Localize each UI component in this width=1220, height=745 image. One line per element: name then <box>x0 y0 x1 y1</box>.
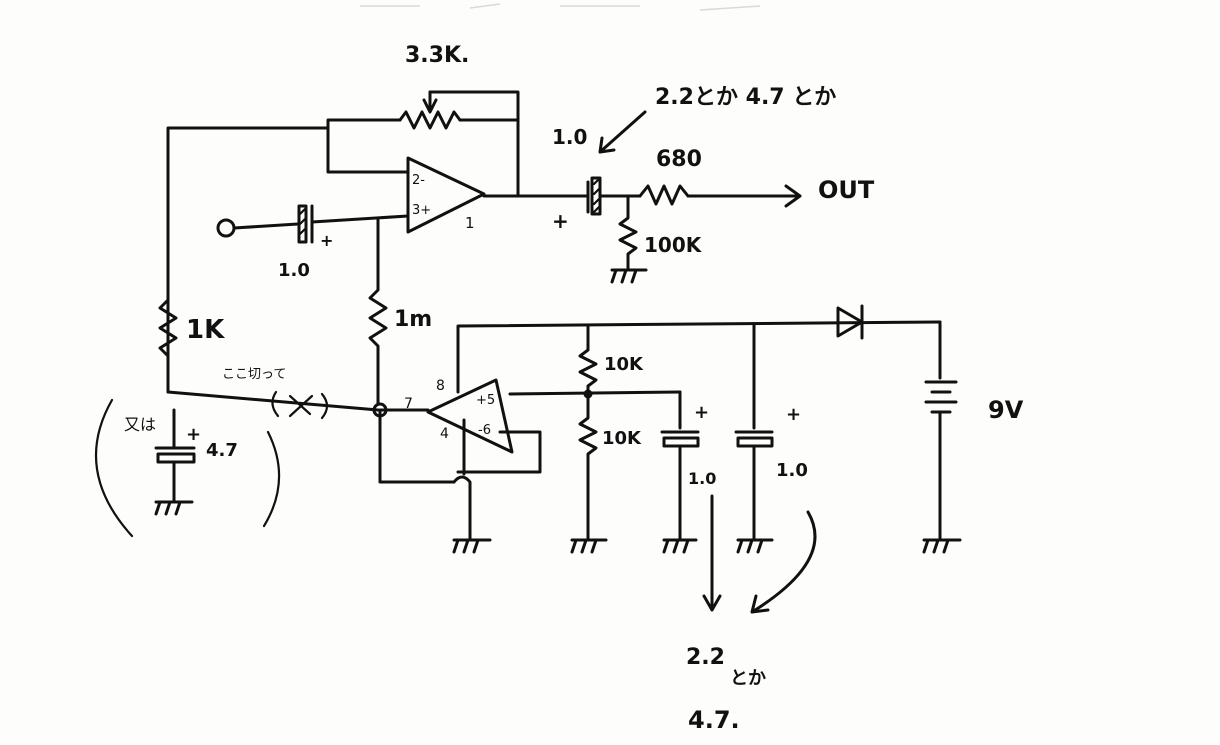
cout-label: 1.0 <box>552 125 587 149</box>
cf2-plus: + <box>786 404 801 425</box>
wire-vref <box>508 390 682 396</box>
r100k-label: 100K <box>644 233 703 257</box>
cf1-plate-minus <box>662 436 700 448</box>
cin-label: 1.0 <box>278 260 310 281</box>
ground-100k <box>610 268 648 284</box>
note-cap-label: 2.2とか 4.7 とか <box>655 85 836 110</box>
rdiv-top-label: 10K <box>604 354 644 375</box>
wire-cin-u1 <box>310 214 410 224</box>
u1-pin-inv: 2- <box>412 173 425 188</box>
note-arrow-left <box>702 494 722 612</box>
wire-feedback-left <box>326 118 410 174</box>
scan-artifact <box>360 3 761 11</box>
pot-label: 3.3K. <box>405 43 469 68</box>
ground-u2 <box>452 538 492 554</box>
alt-prefix: 又は <box>124 415 156 434</box>
cout-hatch <box>592 176 602 214</box>
cut-x <box>288 394 314 418</box>
note-arrow-right <box>750 510 817 614</box>
battery-label: 9V <box>988 396 1024 424</box>
alt-cap-plus: + <box>186 424 201 445</box>
cut-parens <box>271 390 329 420</box>
cf2-plate-minus <box>736 436 774 448</box>
pot-3k3 <box>398 110 462 130</box>
u2-pin-p5: +5 <box>476 393 495 408</box>
ground-cf1 <box>662 538 698 554</box>
cout-plus: + <box>552 209 569 233</box>
u1-pin-out: 1 <box>465 214 475 232</box>
cf2-label: 1.0 <box>776 460 808 481</box>
out-label: OUT <box>818 176 875 204</box>
alt-paren-left <box>94 398 134 538</box>
wire-vcc-rail <box>456 320 942 394</box>
alt-paren-right <box>262 430 281 528</box>
alt-cap-plate-minus <box>156 452 196 464</box>
ground-div <box>570 538 608 554</box>
resistor-1k <box>158 298 178 358</box>
r1k-label: 1K <box>186 315 225 345</box>
r680-label: 680 <box>656 147 702 172</box>
note-arrow <box>598 110 647 154</box>
wire-left-top <box>166 126 330 394</box>
output-arrow <box>686 184 802 208</box>
wire-u2-feedback <box>456 430 542 474</box>
u2-pin-gnd: 4 <box>440 426 449 442</box>
wire-input <box>232 222 300 230</box>
resistor-div-top <box>578 324 598 396</box>
resistor-100k <box>618 194 638 270</box>
u2-pin-m6: -6 <box>478 423 491 438</box>
resistor-1m <box>368 216 388 406</box>
wire-u2-gnd <box>452 418 472 540</box>
bottom-note-top: 2.2 <box>686 645 725 670</box>
ground-cf2 <box>736 538 774 554</box>
rdiv-bottom-label: 10K <box>602 428 642 449</box>
u1-pin-noninv: 3+ <box>412 203 431 218</box>
opamp-u2 <box>426 378 514 454</box>
cin-hatch <box>298 206 308 236</box>
u2-pin-in: 7 <box>404 396 413 412</box>
ground-alt <box>154 500 194 516</box>
diode <box>836 304 864 340</box>
opamp-u1 <box>406 156 486 234</box>
bottom-note-bottom: 4.7. <box>688 706 740 734</box>
bottom-note-mid: とか <box>730 668 766 689</box>
u2-pin-vcc: 8 <box>436 378 445 394</box>
cf1-label: 1.0 <box>688 469 716 488</box>
pot-wiper-arrow <box>422 90 438 114</box>
ground-battery <box>922 538 962 554</box>
alt-cap-value: 4.7 <box>206 440 238 461</box>
cin-plus: + <box>320 231 333 250</box>
resistor-div-bottom <box>578 392 598 540</box>
wire-wiper <box>428 90 520 122</box>
wire-node-down <box>378 408 456 484</box>
input-jack <box>216 218 236 238</box>
cf1-plus: + <box>694 402 709 423</box>
cut-note: ここ切って <box>222 367 286 382</box>
battery-9v <box>924 380 958 414</box>
r1m-label: 1m <box>394 307 432 332</box>
resistor-680 <box>638 184 690 206</box>
